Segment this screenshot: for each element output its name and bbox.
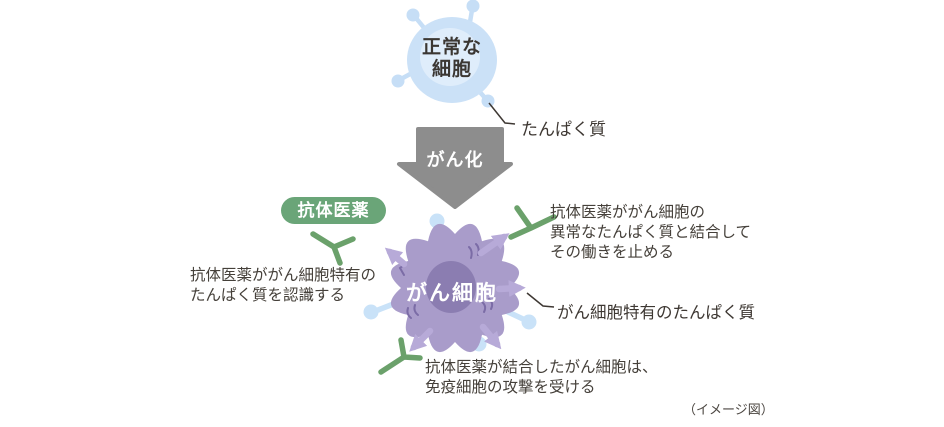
- antibody-icon-bottom-left: [378, 337, 423, 375]
- protein-pointer-line: [488, 102, 516, 125]
- cancer-protein-arrows: [384, 233, 526, 352]
- normal-cell-label: 正常な 細胞: [421, 37, 482, 80]
- protein-label: たんぱく質: [521, 120, 606, 139]
- normal-cell-protrusion-heads: [391, 0, 495, 108]
- canceration-arrow-label: がん化: [426, 150, 484, 170]
- note-bind: 抗体医薬ががん細胞の 異常なたんぱく質と結合して その働きを止める: [550, 204, 752, 261]
- note-attack: 抗体医薬が結合したがん細胞は、 免疫細胞の攻撃を受ける: [425, 359, 658, 396]
- normal-cell-inner: [420, 28, 480, 86]
- antibody-drug-badge: 抗体医薬: [281, 197, 386, 224]
- specific-protein-pointer-line: [526, 292, 555, 308]
- note-recognize: 抗体医薬ががん細胞特有の たんぱく質を認識する: [190, 267, 377, 304]
- antibody-icon-top-right: [508, 205, 557, 240]
- cancer-cell-nucleus: [426, 261, 476, 313]
- cancer-cell-label: がん細胞: [406, 282, 498, 305]
- antibody-icons: [310, 205, 557, 375]
- image-caption: （イメージ図）: [683, 402, 774, 417]
- cancer-cell-shape: [363, 213, 537, 353]
- normal-cell-shape: [391, 0, 497, 108]
- specific-protein-label: がん細胞特有のたんぱく質: [557, 304, 755, 322]
- antibody-icon-free: [310, 231, 356, 266]
- canceration-arrow: [397, 127, 513, 209]
